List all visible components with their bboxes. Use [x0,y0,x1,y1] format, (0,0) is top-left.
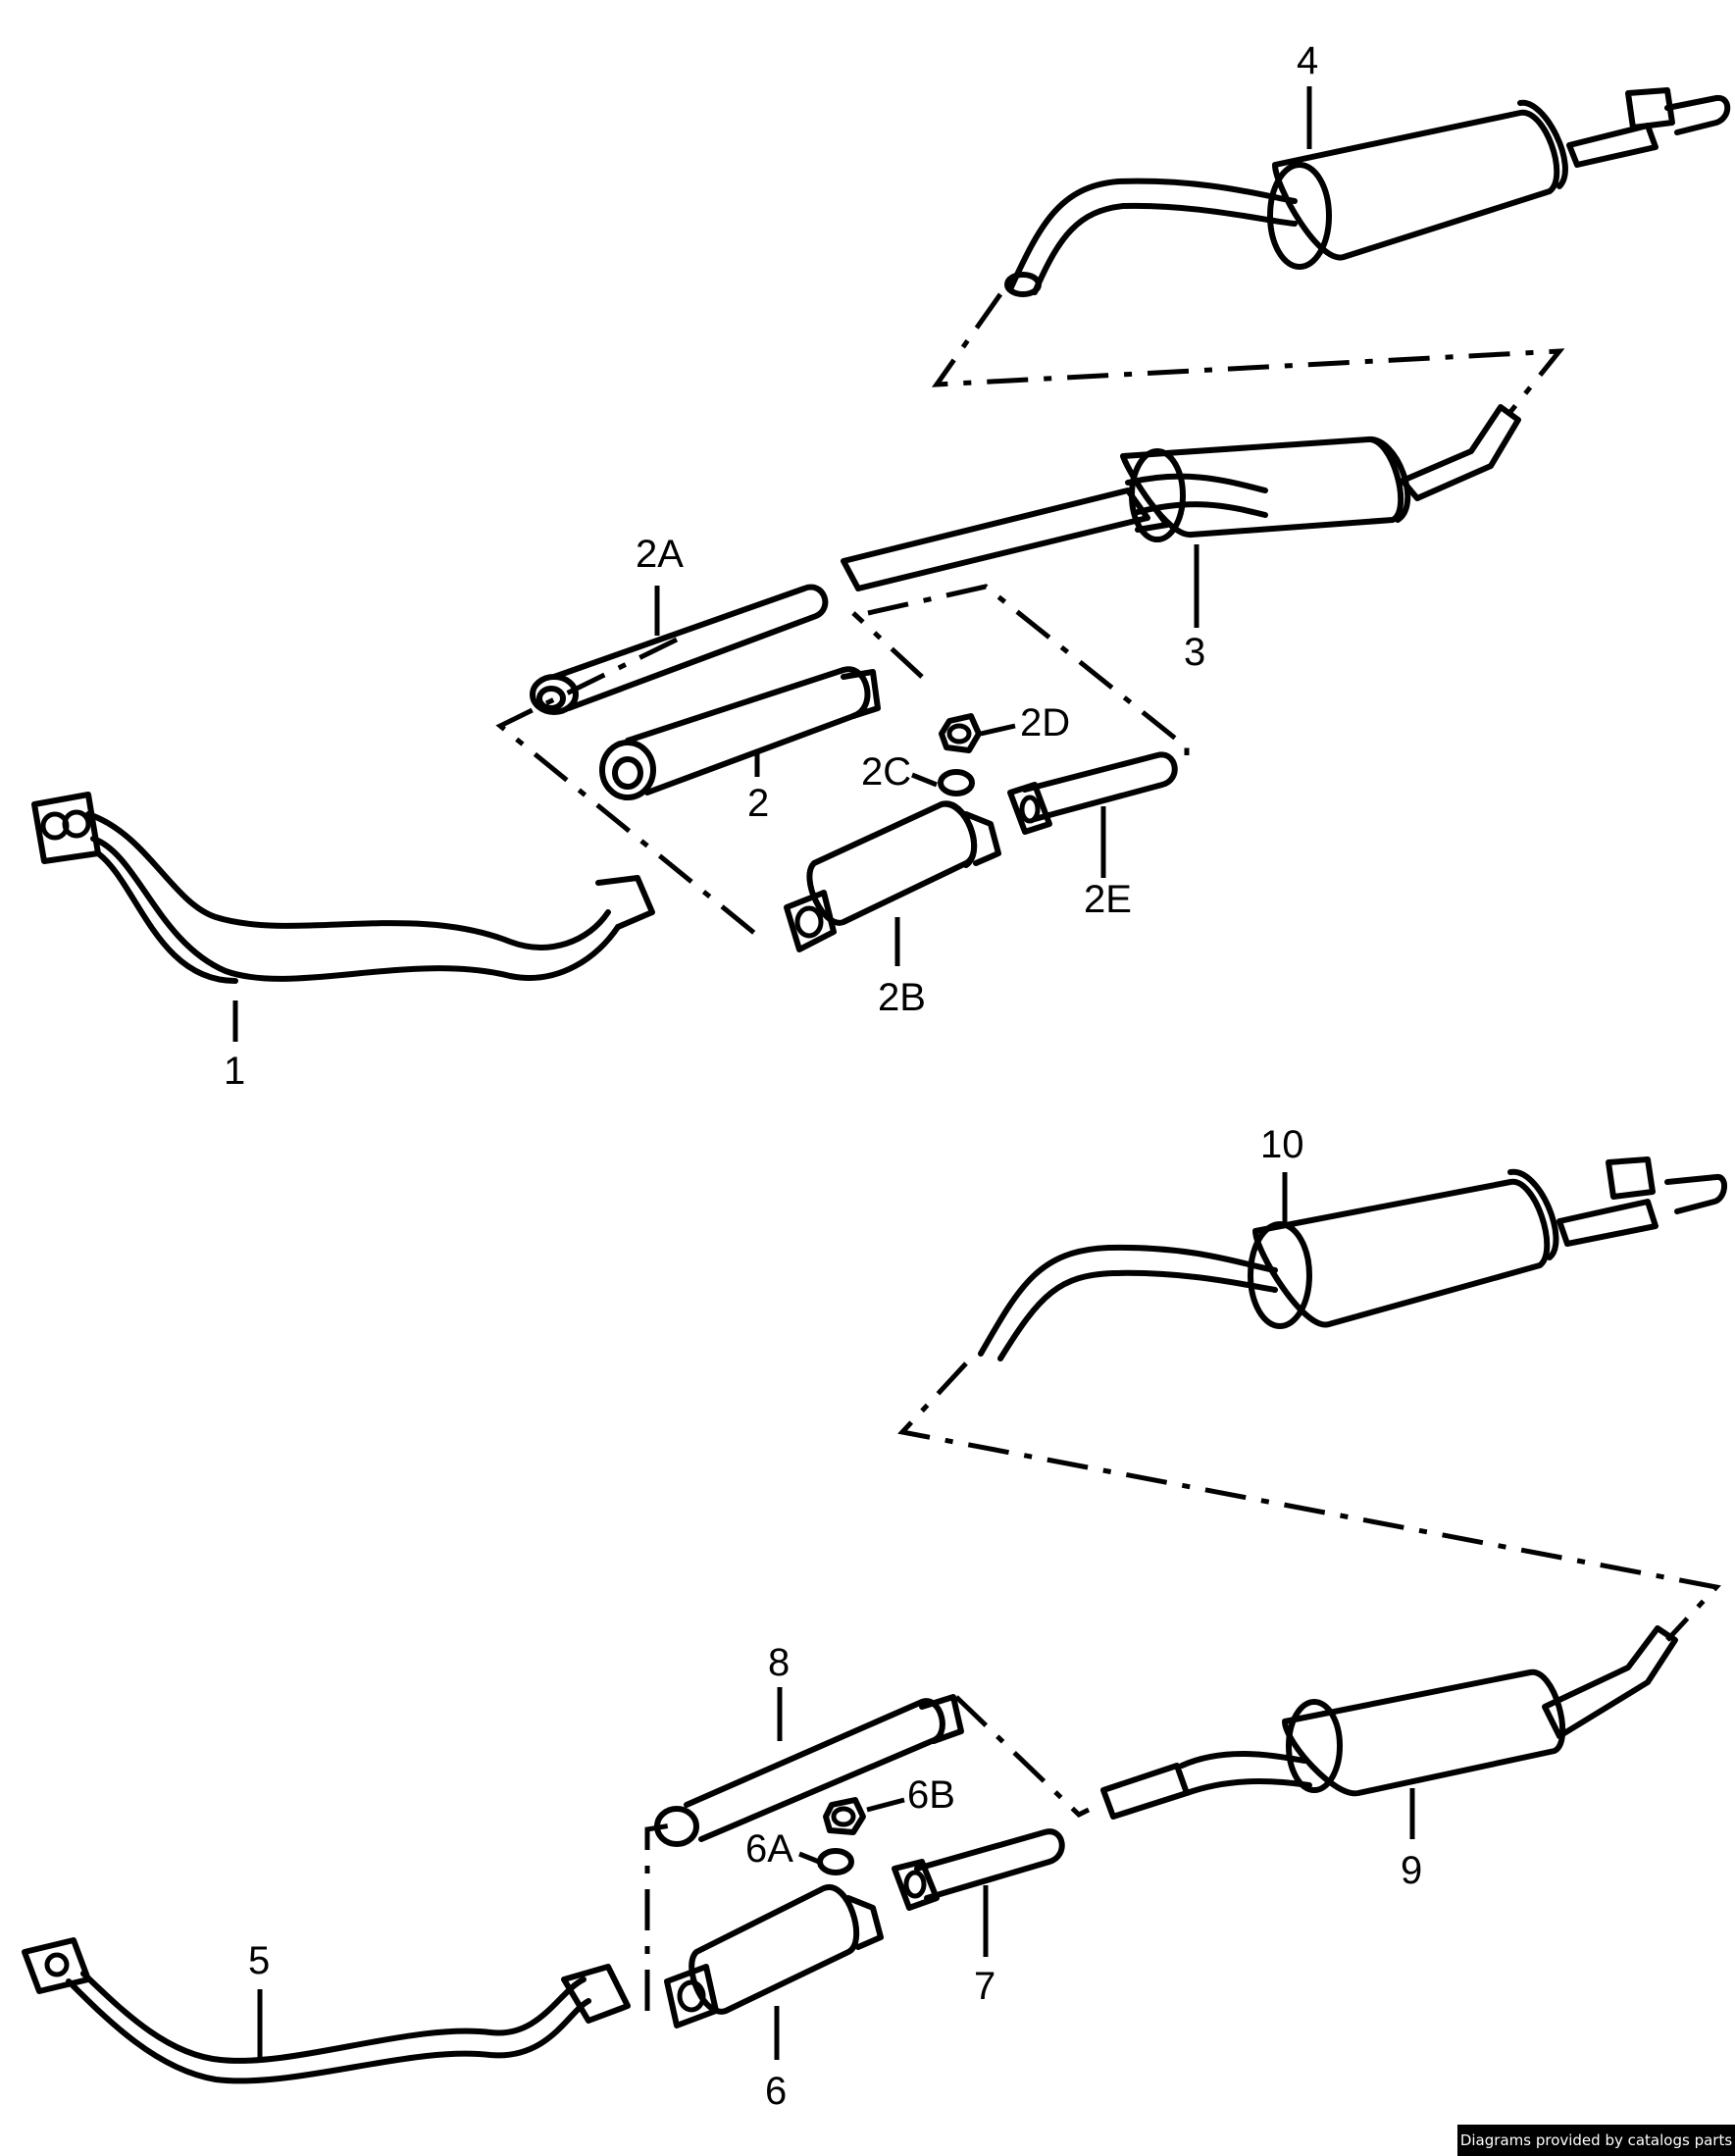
label-10: 10 [1260,1123,1304,1166]
label-2C: 2C [861,750,911,794]
label-2A: 2A [636,533,684,576]
label-2B: 2B [878,976,926,1019]
part-3-middle-muffler [841,404,1521,591]
part-2E-pipe [1007,751,1178,835]
label-6: 6 [765,2070,787,2113]
part-2A-pipe [530,584,829,715]
part-2-pipe [599,666,881,800]
part-5-front-pipe [22,1937,631,2084]
part-2C-ring [938,769,975,796]
label-2D: 2D [1020,701,1070,744]
footer-credit: Diagrams provided by catalogs parts [1457,2125,1735,2156]
label-4: 4 [1297,39,1318,82]
connector-9-10 [897,1361,1721,1642]
leader-6A [798,1851,820,1865]
part-1-front-pipe [31,792,655,984]
leader-6B [866,1797,905,1813]
part-6-converter [664,1884,884,2028]
connector-6-group [644,1695,1091,2011]
connector-3-4 [931,292,1565,414]
label-1: 1 [224,1050,245,1093]
leader-2C [911,772,938,788]
label-7: 7 [974,1965,995,2008]
part-7-pipe [892,1828,1065,1911]
part-2D-nut [939,713,982,753]
label-8: 8 [768,1641,790,1684]
part-9-middle-muffler [1100,1625,1678,1820]
connector-2-group [495,584,1190,944]
label-6B: 6B [907,1773,955,1817]
label-9: 9 [1401,1849,1422,1892]
label-3: 3 [1184,631,1205,674]
leader-2D [980,723,1016,737]
part-8-pipe [654,1694,964,1847]
part-6B-nut [823,1797,866,1835]
part-10-rear-muffler [978,1156,1727,1361]
label-5: 5 [248,1939,270,1982]
part-6A-ring [817,1848,854,1875]
part-2B-converter [784,800,1001,952]
part-4-rear-muffler [1004,87,1731,297]
label-2: 2 [747,782,769,825]
label-2E: 2E [1084,878,1132,921]
label-6A: 6A [745,1827,793,1871]
